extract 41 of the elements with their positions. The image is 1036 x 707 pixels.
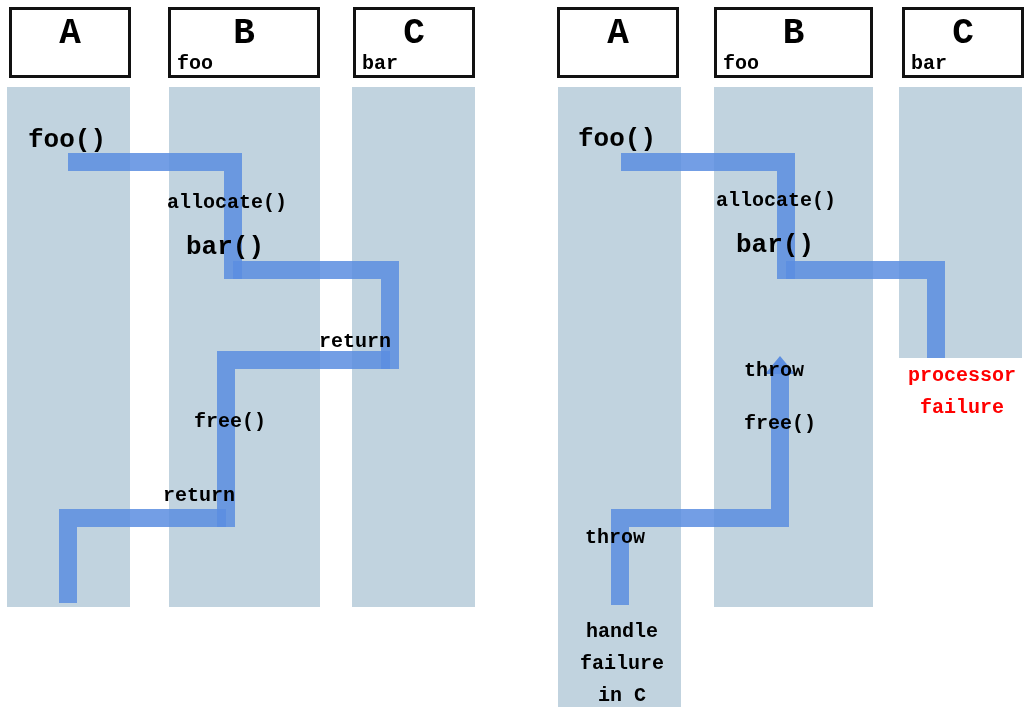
call-label: return (163, 484, 235, 508)
call-label: throw (744, 359, 804, 383)
call-label: bar() (186, 232, 264, 264)
call-label: free() (744, 412, 816, 436)
call-label: bar() (736, 230, 814, 262)
participant-name: C (402, 14, 426, 54)
function-name: foo (177, 53, 213, 75)
participant-box (557, 7, 679, 78)
participant-name: C (951, 14, 975, 54)
participant-name: B (781, 14, 806, 54)
call-label: throw (585, 526, 645, 550)
flow-path (233, 261, 399, 369)
lane-bar (899, 87, 1022, 358)
participant-name: B (232, 14, 256, 54)
lane-bar (558, 87, 681, 707)
participant-name: A (58, 14, 82, 54)
call-label: return (319, 330, 391, 354)
participant-box (9, 7, 131, 78)
function-name: bar (362, 53, 398, 75)
flow-path (786, 261, 945, 358)
call-label: allocate() (167, 191, 288, 215)
call-label: foo() (28, 125, 106, 157)
function-name: bar (911, 53, 947, 75)
participant-box (714, 7, 873, 78)
call-label: allocate() (716, 189, 837, 213)
lane-bar (7, 87, 130, 607)
lane-bar (714, 87, 873, 607)
participant-name: A (606, 14, 630, 54)
call-label: free() (194, 410, 266, 434)
call-label: foo() (578, 124, 656, 156)
flow-path (621, 153, 795, 279)
note-text: handle failure in C (579, 619, 665, 707)
participant-box (353, 7, 475, 78)
participant-box (168, 7, 320, 78)
function-name: foo (723, 53, 759, 75)
flow-path (59, 509, 226, 603)
flow-path (68, 153, 242, 279)
flow-path (217, 351, 390, 527)
participant-box (902, 7, 1024, 78)
flow-arrow (611, 356, 795, 605)
failure-note: processor failure (907, 363, 1017, 421)
